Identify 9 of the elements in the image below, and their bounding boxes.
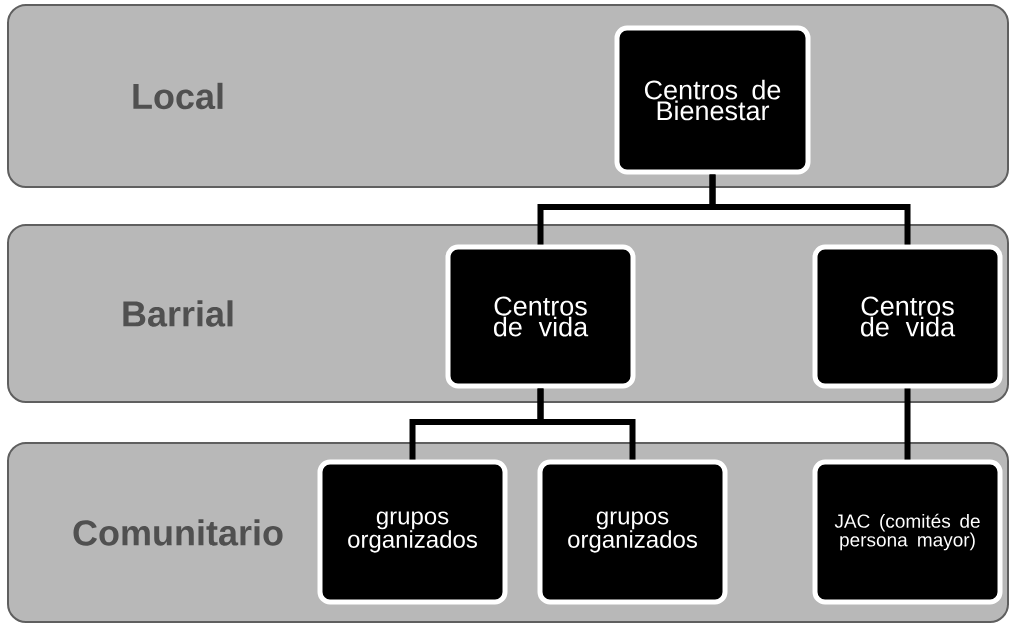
level-box: grupos organizados <box>317 459 508 605</box>
connector-line <box>709 174 911 245</box>
level-box: Centros de Bienestar <box>614 25 811 175</box>
level-box: JAC (comités de persona mayor) <box>812 459 1003 605</box>
level-box: Centros de vida <box>445 244 636 389</box>
level-box: grupos organizados <box>537 459 728 605</box>
connector-line <box>904 388 911 460</box>
level-box: Centros de vida <box>812 244 1003 389</box>
connector-line <box>537 388 636 460</box>
